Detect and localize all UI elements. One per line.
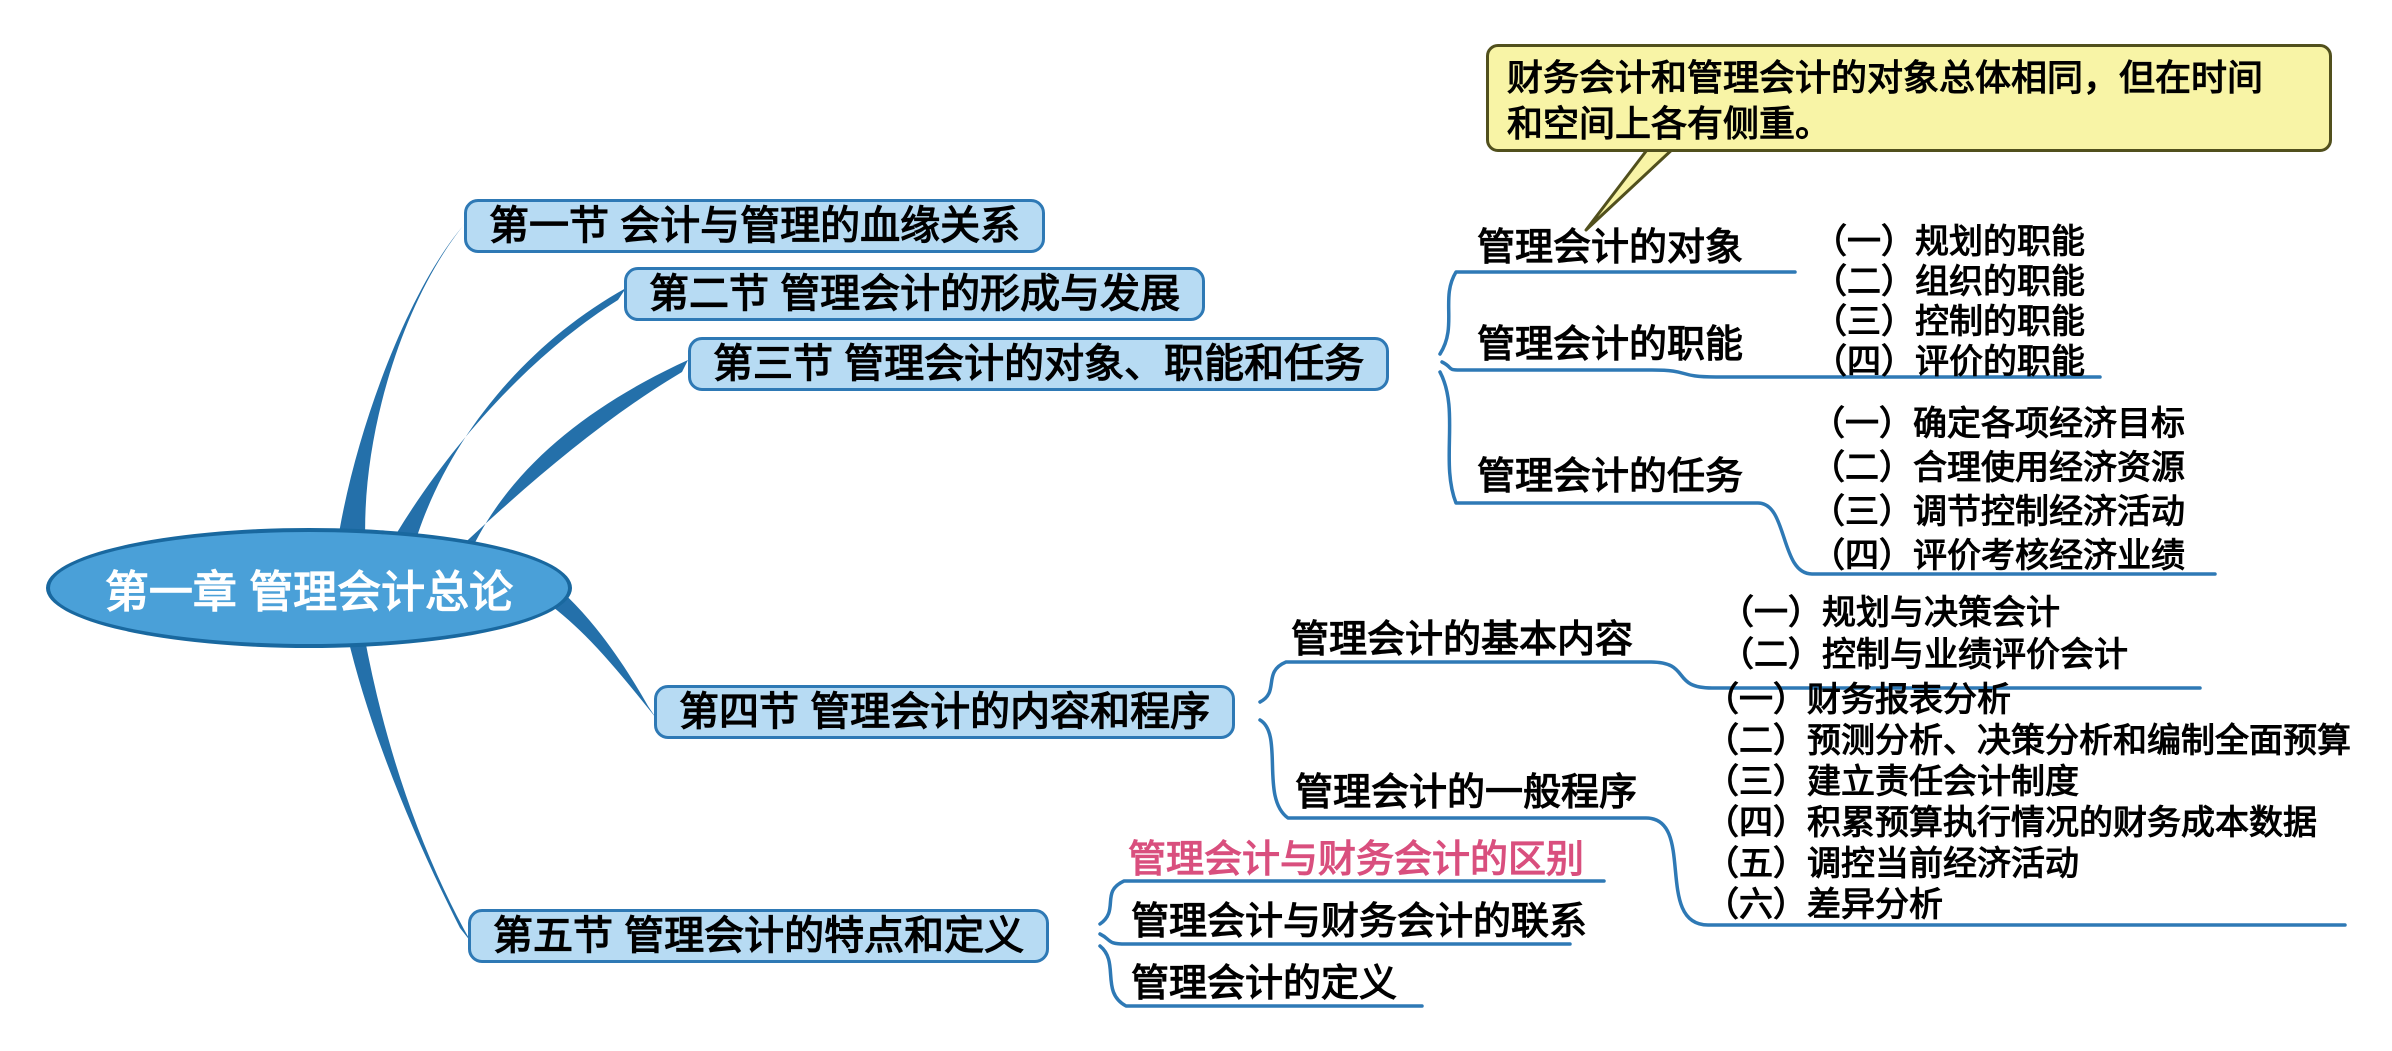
section-node-2[interactable]: 第二节 管理会计的形成与发展 — [624, 267, 1206, 321]
callout-line-2: 和空间上各有侧重。 — [1507, 103, 1832, 144]
list-functions: （一）规划的职能 （二）组织的职能 （三）控制的职能 （四）评价的职能 — [1813, 222, 2085, 382]
branch-section1 — [336, 220, 468, 556]
list-item[interactable]: （二）控制与业绩评价会计 — [1720, 636, 2128, 674]
list-item[interactable]: （四）评价考核经济业绩 — [1811, 537, 2185, 575]
connector-basic-content — [1258, 660, 2202, 704]
list-item[interactable]: （一）确定各项经济目标 — [1811, 405, 2185, 443]
branch-section5 — [346, 630, 471, 942]
list-item[interactable]: （四）评价的职能 — [1813, 343, 2085, 381]
callout-note: 财务会计和管理会计的对象总体相同，但在时间 和空间上各有侧重。 — [1486, 44, 2332, 152]
connector-definition — [1098, 944, 1424, 1008]
section-node-1[interactable]: 第一节 会计与管理的血缘关系 — [464, 199, 1046, 253]
list-item[interactable]: （三）控制的职能 — [1813, 303, 2085, 341]
callout-line-1: 财务会计和管理会计的对象总体相同，但在时间 — [1507, 57, 2264, 98]
list-item[interactable]: （五）调控当前经济活动 — [1705, 845, 2079, 883]
list-item[interactable]: （二）合理使用经济资源 — [1811, 449, 2185, 487]
list-item[interactable]: （三）建立责任会计制度 — [1705, 763, 2079, 801]
connector-object — [1438, 270, 1797, 356]
label-functions[interactable]: 管理会计的职能 — [1477, 324, 1744, 366]
list-item[interactable]: （一）规划的职能 — [1813, 223, 2085, 261]
list-item[interactable]: （一）规划与决策会计 — [1720, 594, 2060, 632]
list-item[interactable]: （三）调节控制经济活动 — [1811, 493, 2185, 531]
callout-tail — [1584, 144, 1678, 232]
label-difference[interactable]: 管理会计与财务会计的区别 — [1128, 839, 1585, 881]
label-procedure[interactable]: 管理会计的一般程序 — [1295, 772, 1638, 814]
label-definition[interactable]: 管理会计的定义 — [1131, 963, 1398, 1005]
list-procedure: （一）财务报表分析 （二）预测分析、决策分析和编制全面预算 （三）建立责任会计制… — [1705, 680, 2351, 926]
root-node[interactable]: 第一章 管理会计总论 — [46, 528, 572, 648]
label-object[interactable]: 管理会计的对象 — [1477, 227, 1744, 269]
branch-section3 — [438, 360, 688, 568]
list-item[interactable]: （二）预测分析、决策分析和编制全面预算 — [1705, 722, 2351, 760]
branch-section4 — [540, 576, 656, 718]
label-basic-content[interactable]: 管理会计的基本内容 — [1291, 619, 1634, 661]
connector-tasks — [1438, 370, 2217, 576]
section-node-4[interactable]: 第四节 管理会计的内容和程序 — [654, 685, 1236, 739]
section-node-5[interactable]: 第五节 管理会计的特点和定义 — [468, 909, 1050, 963]
list-tasks: （一）确定各项经济目标 （二）合理使用经济资源 （三）调节控制经济活动 （四）评… — [1811, 402, 2185, 578]
connector-procedure — [1258, 718, 2347, 927]
list-item[interactable]: （一）财务报表分析 — [1705, 681, 2011, 719]
connector-functions — [1440, 360, 2102, 379]
list-item[interactable]: （二）组织的职能 — [1813, 263, 2085, 301]
label-tasks[interactable]: 管理会计的任务 — [1477, 456, 1744, 498]
list-basic-content: （一）规划与决策会计 （二）控制与业绩评价会计 — [1720, 592, 2128, 676]
connector-difference — [1098, 879, 1606, 926]
section-node-3[interactable]: 第三节 管理会计的对象、职能和任务 — [688, 337, 1390, 391]
label-relation[interactable]: 管理会计与财务会计的联系 — [1131, 901, 1588, 943]
connector-relation — [1098, 932, 1572, 946]
list-item[interactable]: （六）差异分析 — [1705, 886, 1943, 924]
list-item[interactable]: （四）积累预算执行情况的财务成本数据 — [1705, 804, 2317, 842]
